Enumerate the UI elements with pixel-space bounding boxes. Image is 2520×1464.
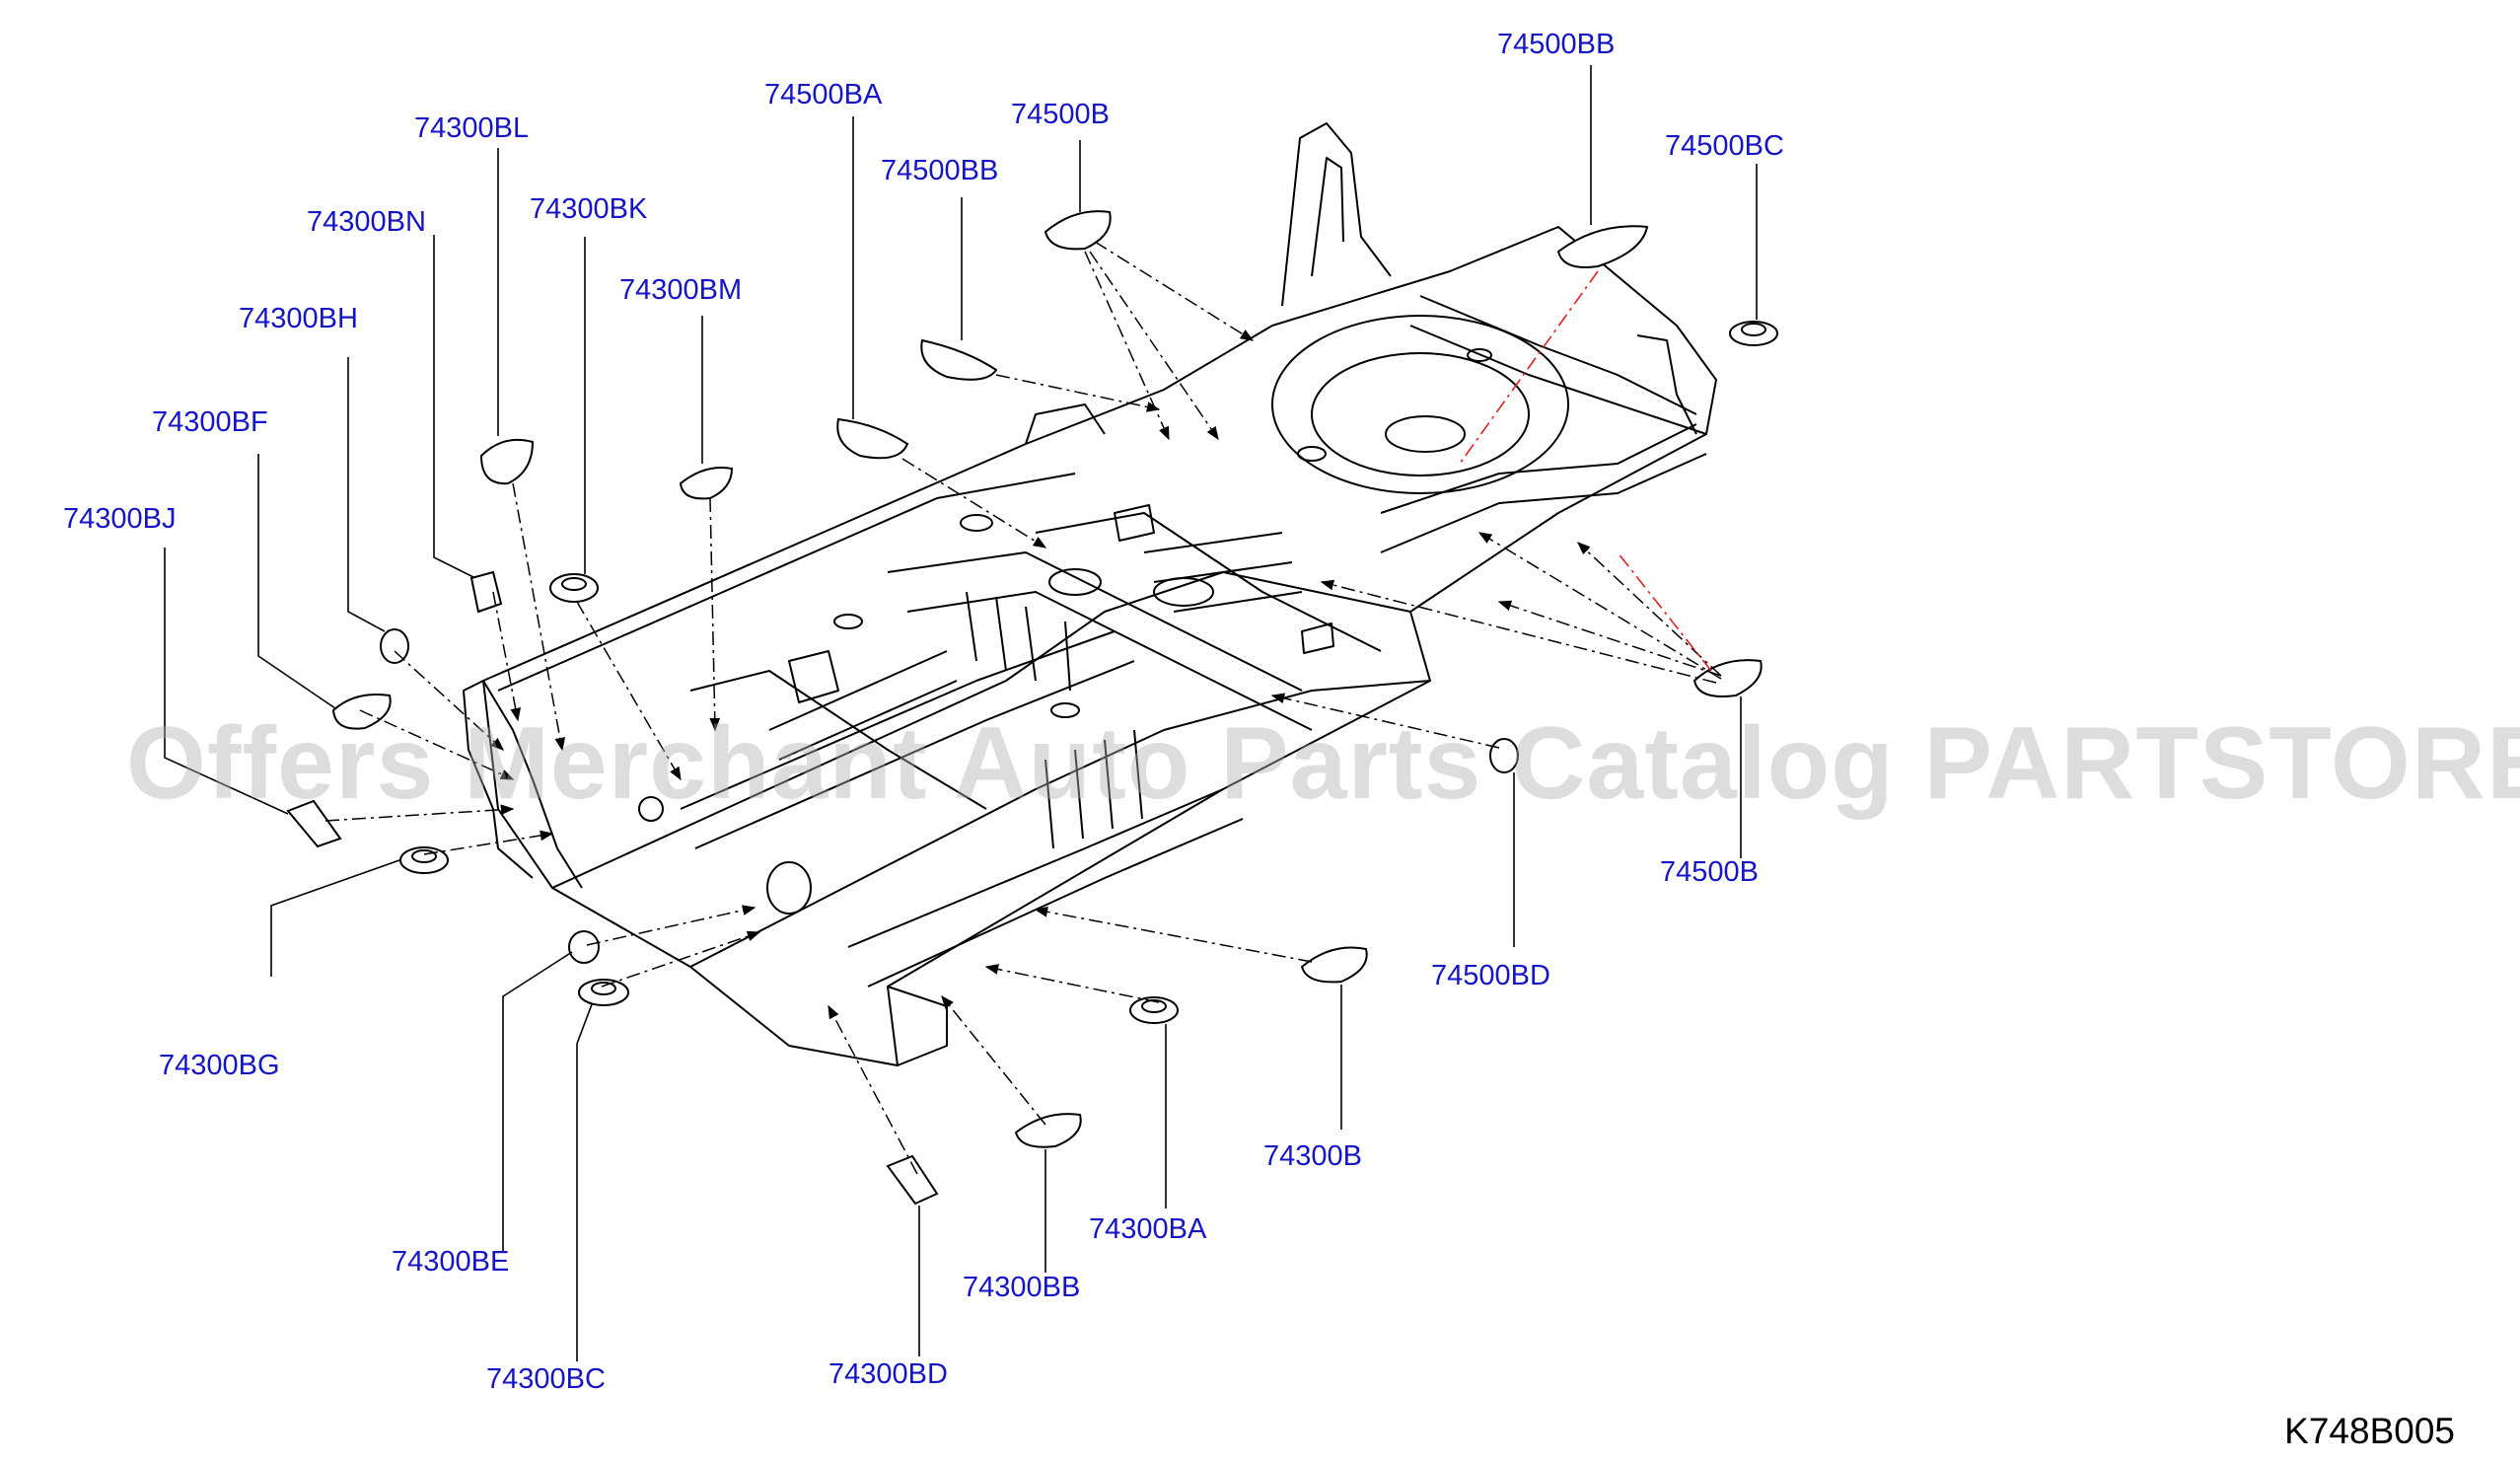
plug-74500BD: [1489, 738, 1519, 773]
plug-74300BL: [479, 438, 535, 485]
callout-74500B-right[interactable]: 74500B: [1660, 856, 1759, 888]
callout-74300BC[interactable]: 74300BC: [486, 1363, 606, 1395]
callout-74300BH[interactable]: 74300BH: [239, 303, 358, 334]
callout-74500BA[interactable]: 74500BA: [764, 79, 883, 110]
cap-74300BD: [886, 1154, 939, 1206]
callout-74300BM[interactable]: 74300BM: [619, 274, 743, 306]
callout-74300BL[interactable]: 74300BL: [414, 112, 530, 144]
callout-74300BA[interactable]: 74300BA: [1089, 1213, 1207, 1245]
cap-74300BJ: [286, 799, 342, 848]
plug-74300BM: [679, 467, 734, 500]
installation-lines-red: [1459, 270, 1712, 672]
callout-74300BB[interactable]: 74300BB: [963, 1272, 1081, 1303]
plug-74500B-right: [1692, 659, 1763, 697]
callout-74300BE[interactable]: 74300BE: [392, 1246, 510, 1278]
plug-74500BA: [836, 417, 909, 460]
plug-74500B-top: [1044, 210, 1112, 251]
callout-74300B[interactable]: 74300B: [1263, 1140, 1362, 1172]
callout-74500BB-mid[interactable]: 74500BB: [881, 155, 999, 186]
callout-74500B-top[interactable]: 74500B: [1011, 99, 1110, 130]
floor-panel-body: [463, 122, 1717, 1066]
plug-74500BB-top: [1556, 225, 1649, 268]
plug-parts: [286, 210, 1778, 1206]
installation-lines: [324, 241, 1722, 1175]
clip-74300BN: [469, 570, 503, 614]
callout-74500BB-top[interactable]: 74500BB: [1497, 29, 1616, 60]
plug-74300BH: [380, 628, 409, 664]
callout-74500BD[interactable]: 74500BD: [1431, 960, 1550, 991]
callout-74300BJ[interactable]: 74300BJ: [63, 503, 177, 535]
callout-74300BK[interactable]: 74300BK: [530, 193, 648, 225]
plug-74300BB: [1014, 1113, 1082, 1148]
callout-74300BF[interactable]: 74300BF: [152, 406, 268, 438]
callout-74300BN[interactable]: 74300BN: [307, 206, 426, 238]
plug-74300BE: [568, 930, 600, 964]
leader-lines: [164, 65, 1758, 1361]
callout-74500BC[interactable]: 74500BC: [1665, 130, 1784, 162]
callout-74300BD[interactable]: 74300BD: [828, 1358, 948, 1390]
plug-74500BB-mid: [920, 338, 998, 381]
plug-74300B: [1300, 946, 1368, 984]
callout-74300BG[interactable]: 74300BG: [159, 1050, 280, 1081]
diagram-code: K748B005: [2284, 1411, 2455, 1451]
